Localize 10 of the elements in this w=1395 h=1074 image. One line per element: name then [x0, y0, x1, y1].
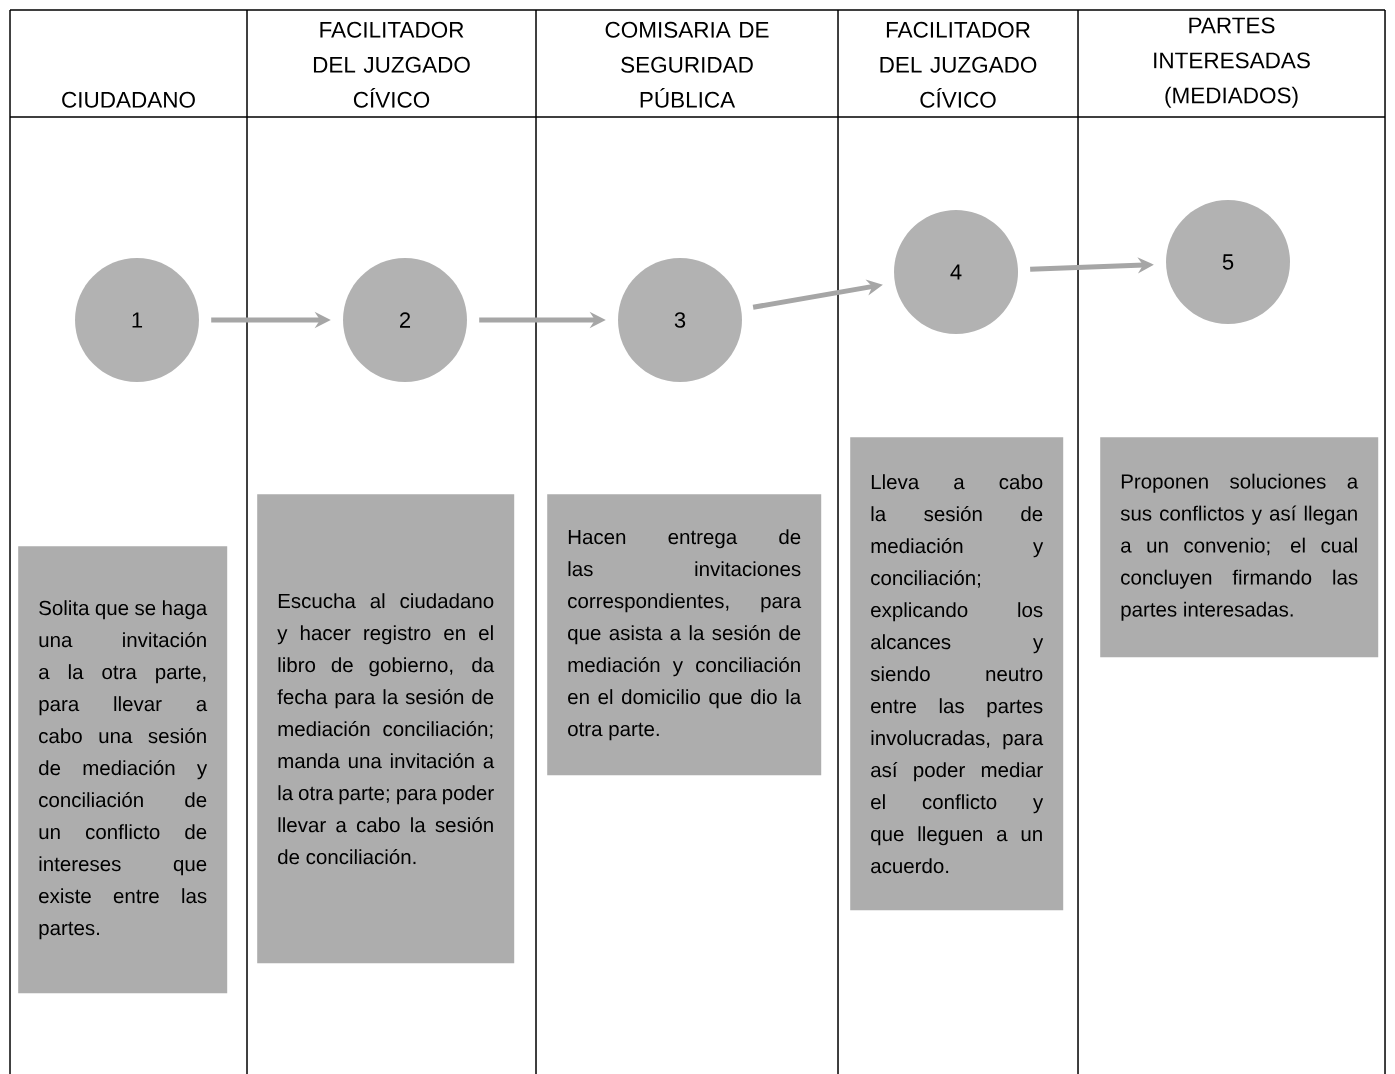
lane-header: CIUDADANO [62, 91, 195, 108]
lane-header: FACILITADOR DEL JUZGADO CÍVICO [313, 21, 470, 108]
description-box: Solita que se haga una invitación a la otra parte, para llevar a cabo una sesión de mediación y conciliación de un conflicto de intereses que existe entre las partes. [18, 546, 228, 994]
lane-header: COMISARIA DE SEGURIDAD PÚBLICA [605, 21, 769, 108]
description-box: Lleva a cabo la sesión de mediación y conciliación; explicando los alcances y siendo neutro entre las partes involucradas, para así poder mediar el conflicto y que lleguen a un acuerdo. [850, 437, 1064, 911]
lane-header: FACILITADOR DEL JUZGADO CÍVICO [880, 21, 1037, 108]
description-box: Escucha al ciudadano y hacer registro en el libro de gobierno, da fecha para la sesión de mediación conciliación; manda una invitación a la otra parte; para poder llevar a cabo la sesión de conciliación. [257, 494, 515, 964]
description-box: Hacen entrega de las invitaciones correspondientes, para que asista a la sesión de mediación y conciliación en el domicilio que dio la otra parte. [547, 494, 822, 776]
lane-header: PARTES INTERESADAS (MEDIADOS) [1154, 17, 1310, 108]
description-box: Proponen soluciones a sus conflictos y así llegan a un convenio; el cual concluyen firmando las partes interesadas. [1100, 437, 1379, 658]
